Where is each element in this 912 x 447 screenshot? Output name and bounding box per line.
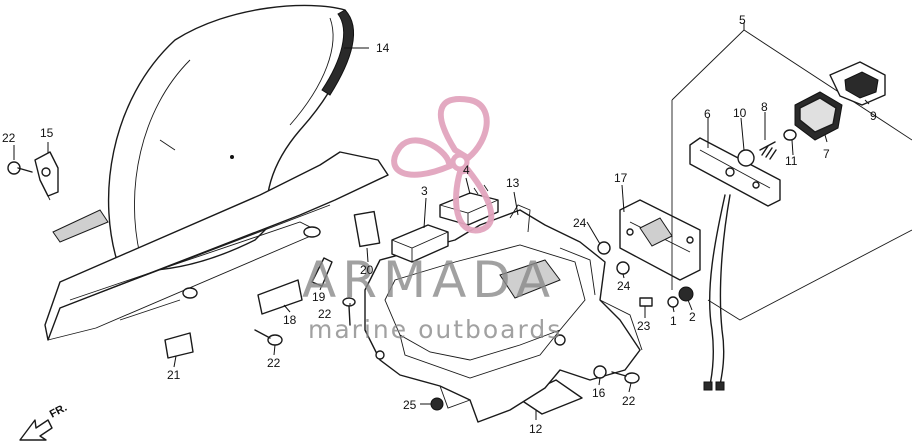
relay-unit-3 (391, 224, 449, 263)
callout-numbers: 14 15 22 5 6 10 8 9 7 11 17 13 4 3 24 24… (2, 13, 877, 436)
callout-19: 19 (312, 290, 326, 304)
callout-8: 8 (761, 100, 768, 114)
callout-15: 15 (40, 126, 54, 140)
callout-20: 20 (360, 263, 374, 277)
nut-25 (430, 397, 444, 411)
callout-22-right: 22 (622, 394, 636, 408)
nut-24-lower (616, 261, 630, 275)
callout-23: 23 (637, 319, 651, 333)
callout-18: 18 (283, 313, 297, 327)
reflector-19 (311, 257, 333, 287)
front-direction-label: FR. (48, 402, 69, 421)
callout-21: 21 (167, 368, 181, 382)
callout-13: 13 (506, 176, 520, 190)
callout-7: 7 (823, 147, 830, 161)
callout-1: 1 (670, 314, 677, 328)
callout-24-upper: 24 (573, 216, 587, 230)
callout-11: 11 (785, 154, 798, 168)
nut-16 (593, 365, 607, 379)
callout-22-bolt: 22 (318, 307, 332, 321)
grommet-2 (678, 286, 694, 302)
wiring-harness (703, 194, 731, 391)
callout-2: 2 (689, 310, 696, 324)
tail-light-bracket (689, 137, 781, 207)
callout-3: 3 (421, 184, 428, 198)
callout-22-mid: 22 (267, 356, 281, 370)
rear-fender (107, 4, 354, 272)
watermark-tagline: marine outboards (308, 315, 562, 344)
tail-lens (794, 91, 843, 141)
callout-25: 25 (403, 398, 417, 412)
inner-fender (364, 204, 643, 423)
front-direction-arrow: FR. (19, 402, 69, 441)
callout-5: 5 (739, 13, 746, 27)
bulb-socket (737, 129, 797, 167)
callout-10: 10 (733, 106, 747, 120)
bolt-23 (639, 297, 653, 307)
bolt-15-clip (34, 151, 59, 201)
callout-6: 6 (704, 107, 711, 121)
splash-guard (44, 151, 389, 341)
sticker-20 (353, 210, 381, 248)
sticker-21 (164, 332, 194, 359)
callout-14: 14 (376, 41, 390, 55)
watermark-brand: ARMADA (302, 251, 556, 309)
bolt-1 (667, 296, 679, 308)
nut-24-upper (597, 241, 611, 255)
bolt-22-mid (254, 329, 283, 346)
callout-4: 4 (463, 163, 470, 177)
bolt-22-top-left (7, 161, 33, 175)
lens-housing (829, 61, 886, 106)
watermark-propeller-logo (391, 96, 495, 234)
license-bracket (619, 199, 701, 281)
callout-16: 16 (592, 386, 606, 400)
bolt-19-22 (342, 297, 356, 326)
sticker-18 (257, 279, 303, 315)
callout-9: 9 (870, 109, 877, 123)
bolt-22-right (611, 371, 640, 384)
callout-22-top-left: 22 (2, 131, 16, 145)
callout-17: 17 (614, 171, 628, 185)
callout-24-lower: 24 (617, 279, 631, 293)
callout-12: 12 (529, 422, 543, 436)
leader-lines (13, 22, 870, 420)
